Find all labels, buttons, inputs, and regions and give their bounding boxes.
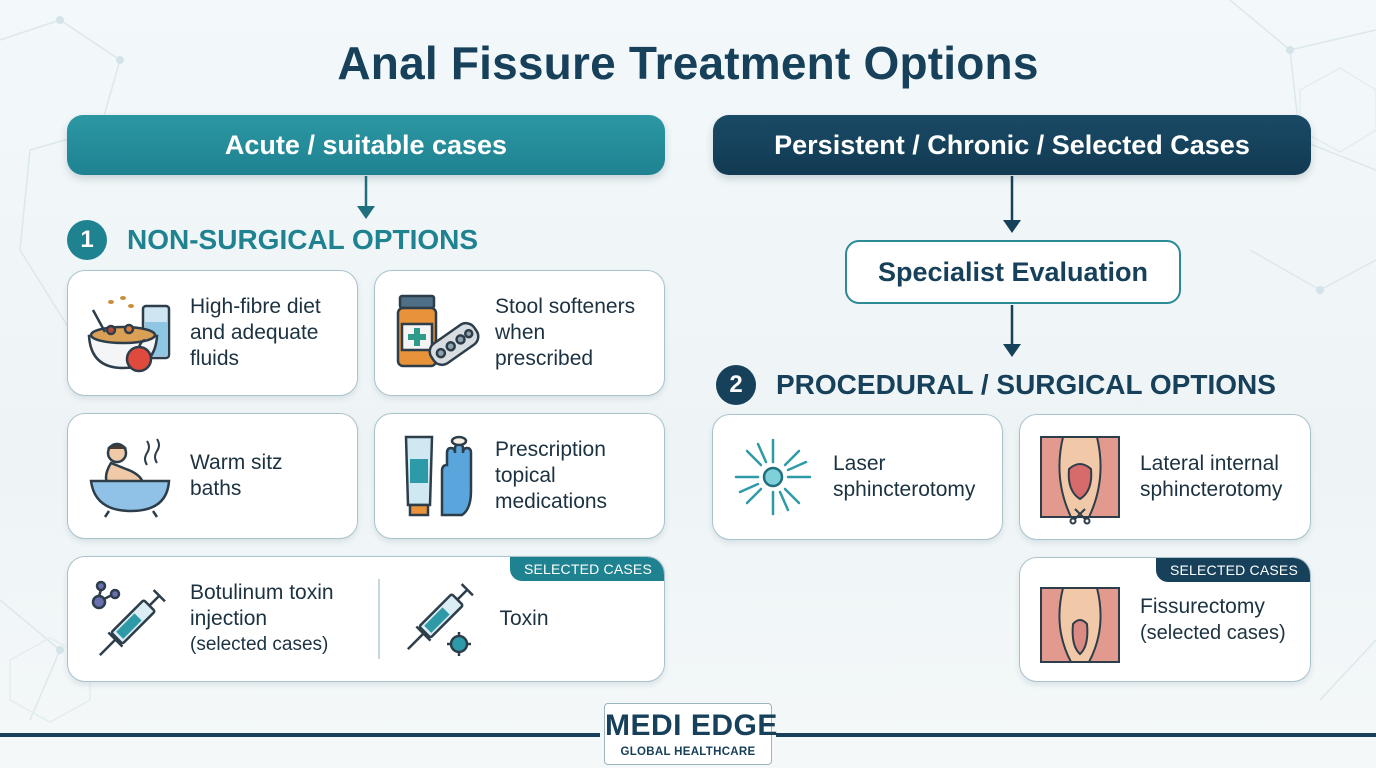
section-number-badge: 1 <box>67 220 107 260</box>
footer-line-right <box>776 733 1376 737</box>
page-title: Anal Fissure Treatment Options <box>337 37 1039 89</box>
card-label: Toxin <box>499 607 549 630</box>
logo-wordmark: MEDI EDGE <box>605 709 778 742</box>
card-topical-medications: Prescription topical medications <box>374 413 665 539</box>
food-bowl-icon <box>76 283 186 383</box>
sitz-bath-icon <box>76 426 186 526</box>
section-number-badge: 2 <box>716 365 756 405</box>
card-botulinum-toxin: SELECTED CASES Botulinum toxin injectio <box>67 556 665 682</box>
specialist-evaluation-box: Specialist Evaluation <box>845 240 1181 304</box>
surgical-section-title: 2 PROCEDURAL / SURGICAL OPTIONS <box>716 365 1276 405</box>
syringe-icon <box>384 569 494 669</box>
card-label: High-fibre diet and adequate fluids <box>190 295 321 370</box>
section-title-text: PROCEDURAL / SURGICAL OPTIONS <box>776 369 1276 400</box>
footer-line-left <box>0 733 600 737</box>
chronic-cases-header: Persistent / Chronic / Selected Cases <box>713 115 1311 175</box>
logo-subtitle: GLOBAL HEALTHCARE <box>620 746 756 758</box>
card-label: Warm sitz baths <box>190 451 283 500</box>
divider <box>378 579 380 659</box>
syringe-icon <box>76 569 186 669</box>
card-label: Laser sphincterotomy <box>833 452 976 501</box>
ointment-tube-icon <box>387 426 487 526</box>
anatomy-icon <box>1030 427 1130 527</box>
card-label: Stool softeners when prescribed <box>495 295 636 370</box>
card-fissurectomy: SELECTED CASES Fissurectomy (selected ca… <box>1019 557 1311 682</box>
card-label: Fissurectomy (selected cases) <box>1140 594 1286 644</box>
card-lateral-internal-sphincterotomy: Lateral internal sphincterotomy <box>1019 414 1311 540</box>
anatomy-icon <box>1030 575 1130 675</box>
card-label: Prescription topical medications <box>495 438 608 513</box>
card-high-fibre-diet: High-fibre diet and adequate fluids <box>67 270 358 396</box>
selected-cases-badge: SELECTED CASES <box>1155 558 1310 582</box>
non-surgical-section-title: 1 NON-SURGICAL OPTIONS <box>67 220 478 260</box>
pill-bottle-icon <box>387 283 487 383</box>
acute-cases-header: Acute / suitable cases <box>67 115 665 175</box>
laser-icon <box>723 427 823 527</box>
card-laser-sphincterotomy: Laser sphincterotomy <box>712 414 1003 540</box>
card-label: Botulinum toxin injection (selected case… <box>190 581 334 655</box>
selected-cases-badge: SELECTED CASES <box>509 557 664 581</box>
medi-edge-logo: MEDI EDGE GLOBAL HEALTHCARE <box>604 703 778 765</box>
card-warm-sitz-baths: Warm sitz baths <box>67 413 358 539</box>
section-title-text: NON-SURGICAL OPTIONS <box>127 224 479 255</box>
card-label: Lateral internal sphincterotomy <box>1140 452 1283 501</box>
card-stool-softeners: Stool softeners when prescribed <box>374 270 665 396</box>
